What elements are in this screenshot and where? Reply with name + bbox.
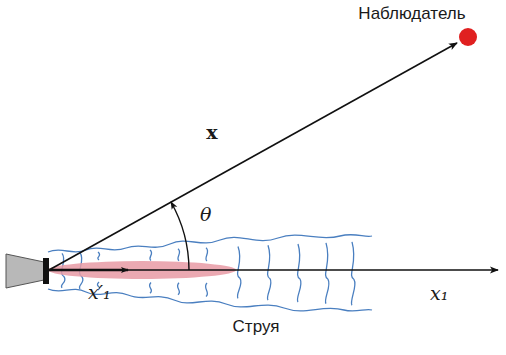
- jet-boundary: [48, 235, 372, 311]
- observer-vector: [49, 43, 457, 270]
- turbulence-stroke: [297, 244, 301, 302]
- nozzle: [6, 254, 44, 288]
- source-label: x′₁: [86, 282, 113, 303]
- observer-label: Наблюдатель: [356, 5, 467, 24]
- turbulence-stroke: [237, 246, 241, 298]
- angle-arc: [171, 202, 189, 270]
- axis-label: x₁: [428, 283, 450, 304]
- turbulence-stroke: [351, 242, 355, 305]
- turbulence-stroke: [267, 245, 271, 300]
- vector-label: x: [204, 122, 219, 143]
- source-position-arrow: [49, 269, 128, 272]
- jet-label: Струя: [231, 318, 282, 337]
- nozzle-exit: [43, 258, 49, 284]
- turbulence-stroke: [325, 243, 329, 304]
- x1-axis: [49, 269, 498, 271]
- angle-label: θ: [198, 204, 213, 225]
- observer-dot: [459, 28, 477, 46]
